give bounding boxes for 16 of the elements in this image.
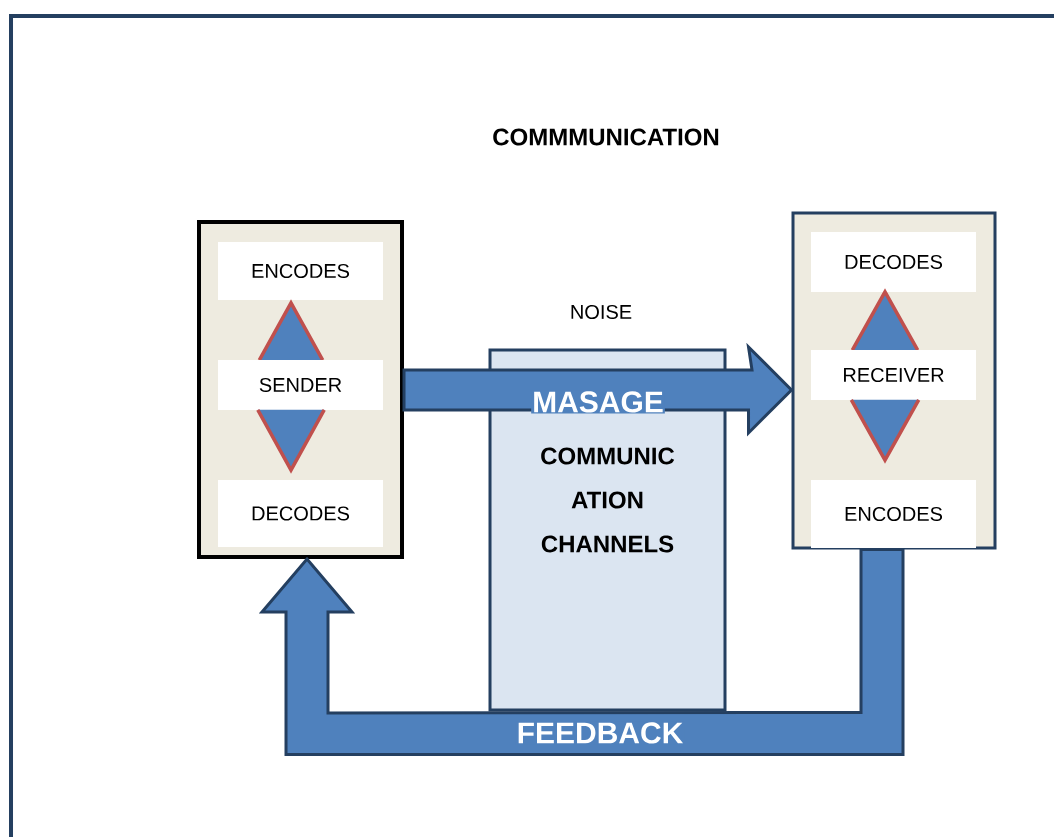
- edge-label: FEEDBACK: [515, 721, 685, 745]
- edge-label: MASAGE: [531, 390, 665, 414]
- block-arrow: [258, 548, 905, 756]
- label-box: ENCODES: [218, 242, 383, 300]
- label-box: RECEIVER: [811, 350, 976, 400]
- node-label: ENCODES: [845, 506, 943, 522]
- triangle-shape: [257, 299, 325, 362]
- title: COMMMUNICATION: [493, 128, 719, 146]
- label-box: ENCODES: [811, 480, 976, 548]
- label-box: SENDER: [218, 360, 383, 410]
- noise-label: NOISE: [571, 304, 632, 320]
- triangle-shape: [850, 288, 920, 352]
- label-box: DECODES: [218, 480, 383, 547]
- label-box: DECODES: [811, 232, 976, 292]
- triangle-shape: [256, 408, 326, 474]
- triangle-shape: [849, 398, 921, 464]
